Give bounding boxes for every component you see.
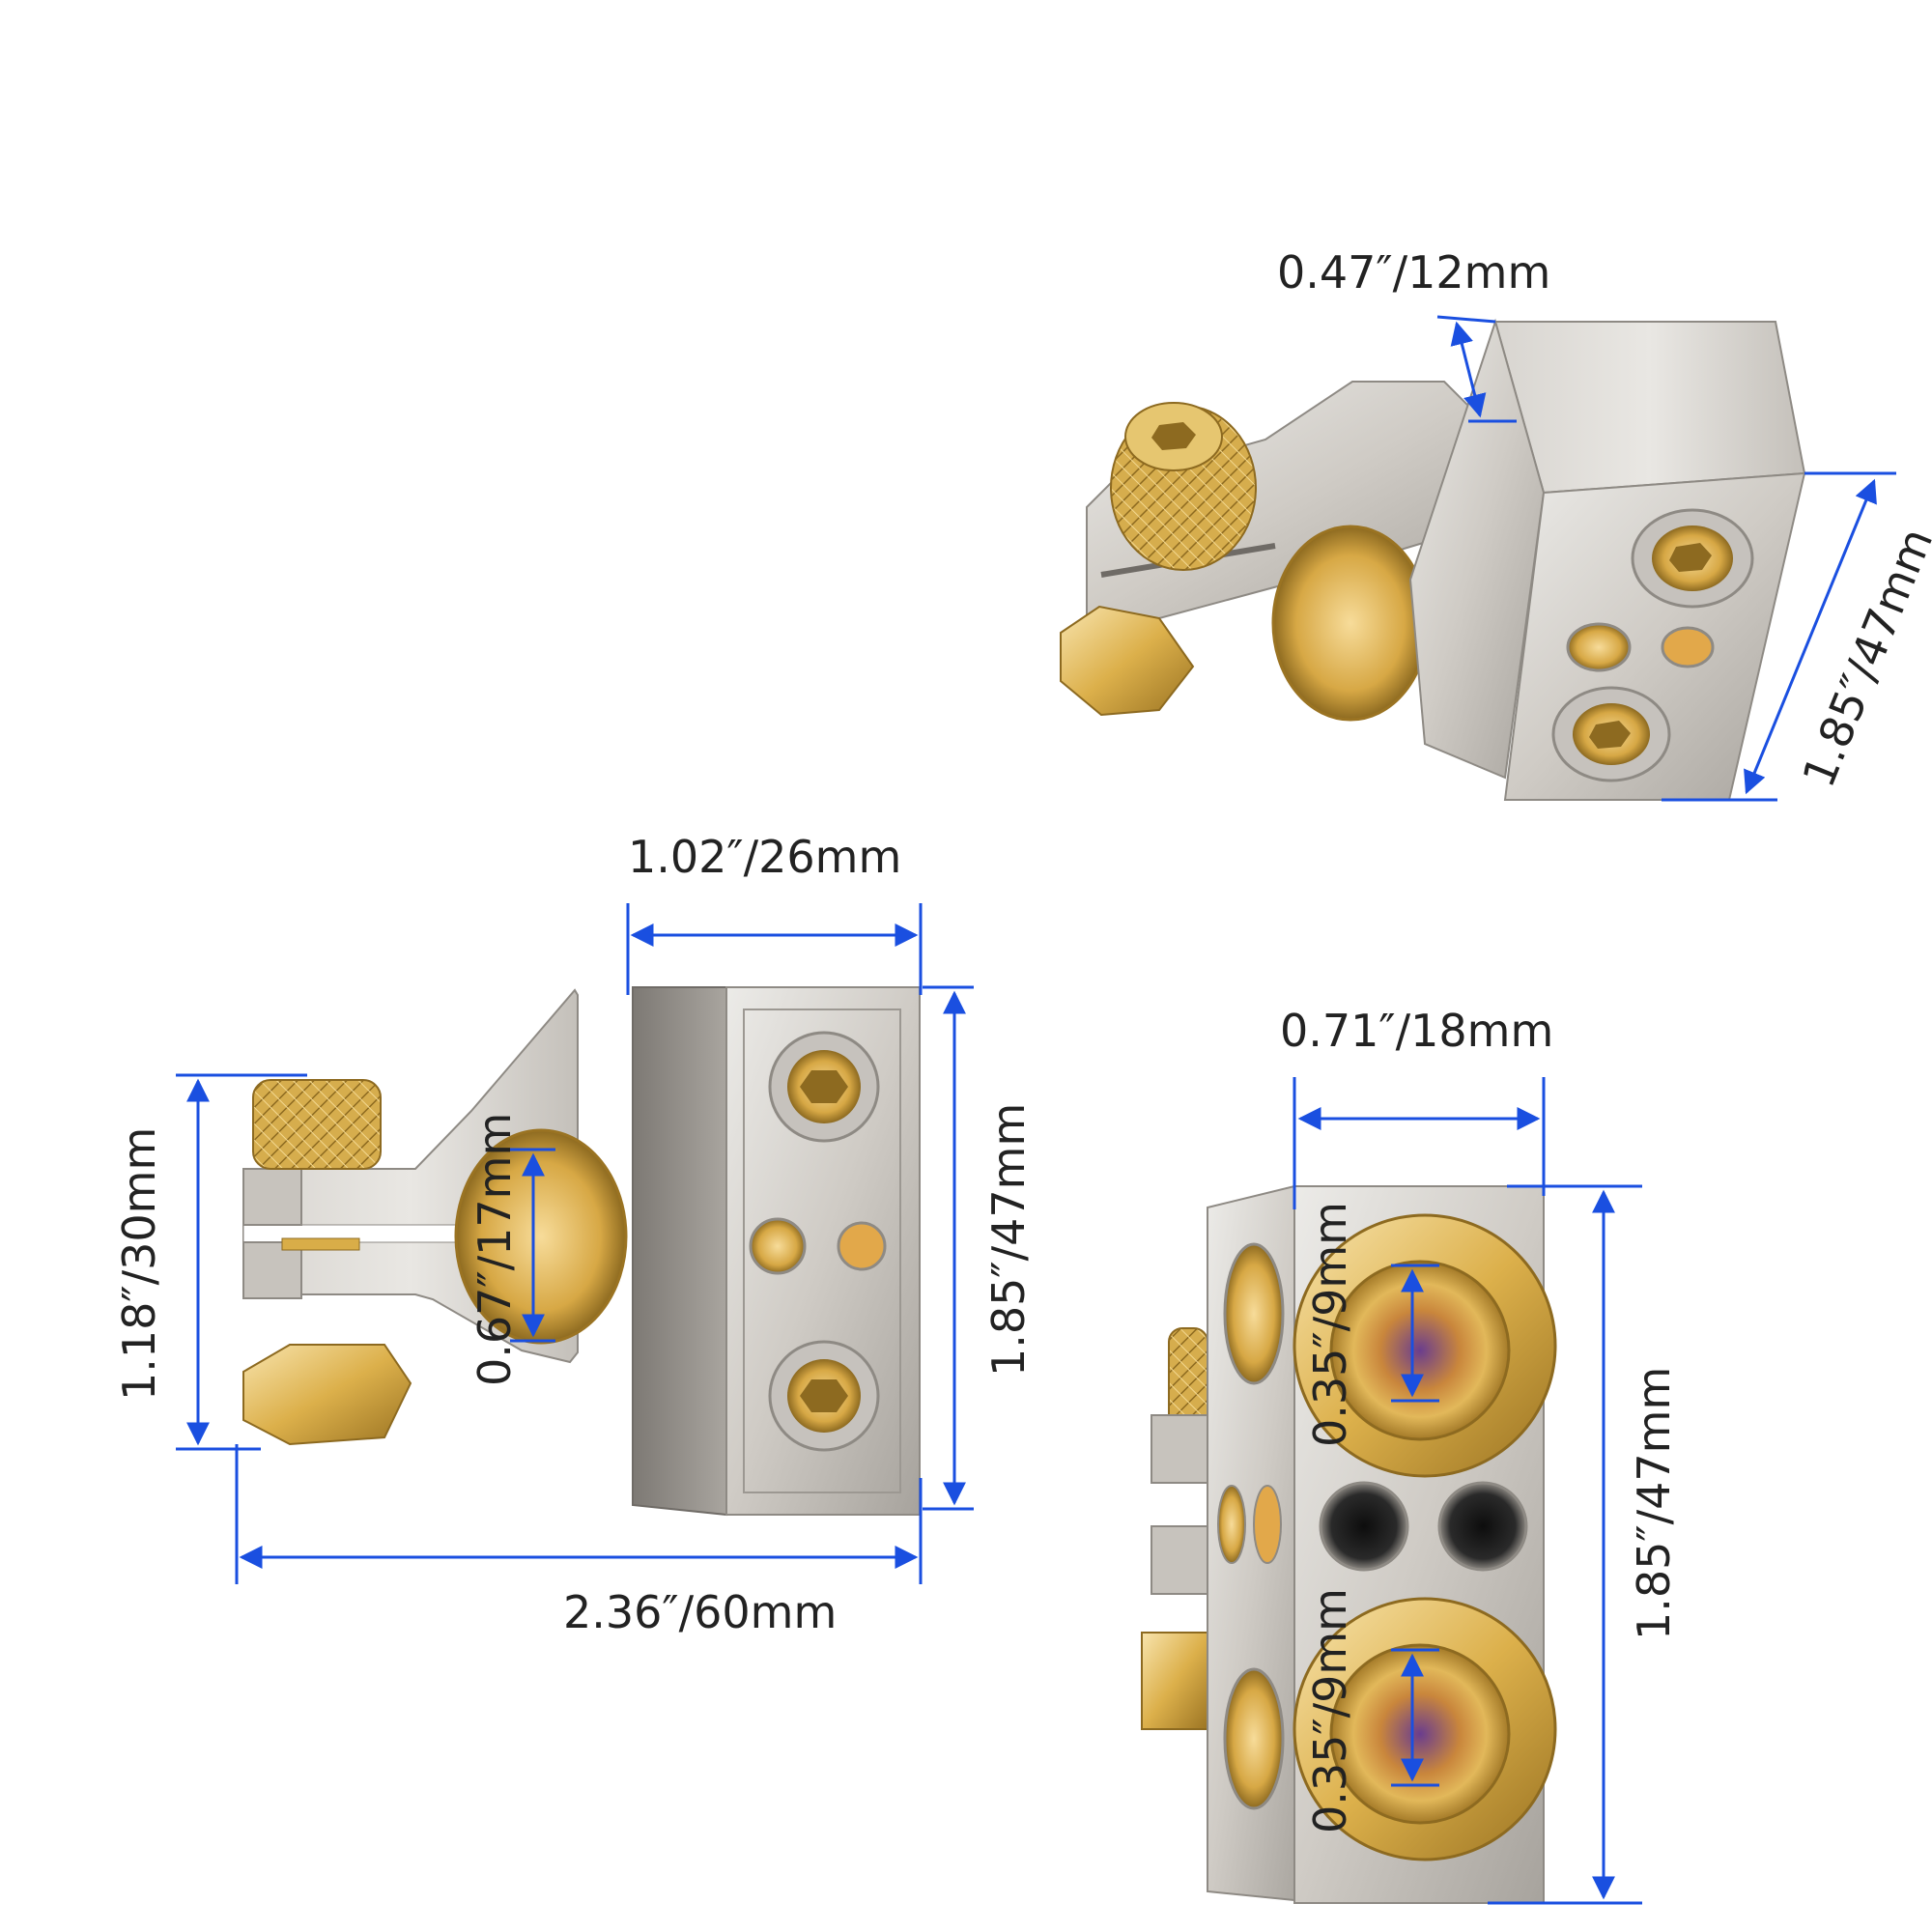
side-block-shade	[632, 986, 727, 1517]
isometric-view: 0.47″/12mm 1.85″/47mm	[1060, 246, 1932, 802]
side-label-height: 1.85″/47mm	[982, 1103, 1035, 1377]
iso-label-depth: 1.85″/47mm	[1792, 521, 1932, 794]
iso-block-side	[1408, 318, 1546, 780]
front-large-port-upper	[1329, 1260, 1511, 1441]
front-side-port-mid-left	[1217, 1485, 1246, 1564]
iso-hex-nut	[1060, 605, 1195, 717]
side-view: 1.02″/26mm 1.85″/47mm 2.36″/60mm 1.18″/3…	[113, 831, 1035, 1638]
front-view: 0.71″/18mm 1.85″/47mm 0.35″/9mm 0.35″/9m…	[1141, 1005, 1680, 1905]
front-label-port-upper: 0.35″/9mm	[1304, 1202, 1356, 1447]
iso-post-hole	[1271, 525, 1430, 722]
front-large-port-lower	[1329, 1643, 1511, 1825]
iso-label-height: 0.47″/12mm	[1277, 246, 1550, 298]
side-screw-upper-socket	[800, 1070, 848, 1103]
side-small-port-left	[749, 1217, 807, 1275]
side-screw-lower-socket	[800, 1379, 848, 1412]
front-label-height: 1.85″/47mm	[1628, 1367, 1680, 1640]
side-knurled-cap	[252, 1079, 382, 1170]
front-side-port-upper	[1223, 1242, 1285, 1385]
front-side-port-mid-right	[1253, 1485, 1282, 1564]
side-hex-nut	[242, 1344, 412, 1446]
front-label-port-lower: 0.35″/9mm	[1304, 1588, 1356, 1833]
front-small-port-left	[1319, 1481, 1409, 1572]
iso-screw-upper-socket	[1669, 543, 1712, 572]
side-label-clamp: 1.18″/30mm	[113, 1127, 165, 1401]
side-label-hole: 0.67″/17mm	[469, 1113, 521, 1386]
side-block-inner-frame	[743, 1009, 901, 1493]
front-side-port-lower	[1223, 1667, 1285, 1810]
iso-small-port-right	[1661, 626, 1715, 668]
side-small-port-right	[837, 1221, 887, 1271]
iso-small-port-left	[1566, 622, 1632, 672]
front-label-width: 0.71″/18mm	[1280, 1005, 1553, 1057]
side-label-length: 2.36″/60mm	[563, 1586, 837, 1638]
side-label-width: 1.02″/26mm	[628, 831, 901, 883]
side-washer	[281, 1237, 360, 1251]
iso-dim-depth-line	[1744, 478, 1877, 795]
iso-screw-lower-socket	[1589, 721, 1631, 749]
iso-dim-height-ext-top	[1436, 315, 1496, 324]
iso-block-top	[1493, 321, 1806, 495]
front-small-port-right	[1437, 1481, 1528, 1572]
front-hex-nut-edge	[1141, 1632, 1210, 1730]
side-clamp-jaw-bottom	[242, 1241, 302, 1299]
iso-dim-height-line	[1450, 321, 1487, 418]
iso-hex-socket	[1151, 422, 1196, 450]
side-clamp-jaw-top	[242, 1168, 302, 1226]
